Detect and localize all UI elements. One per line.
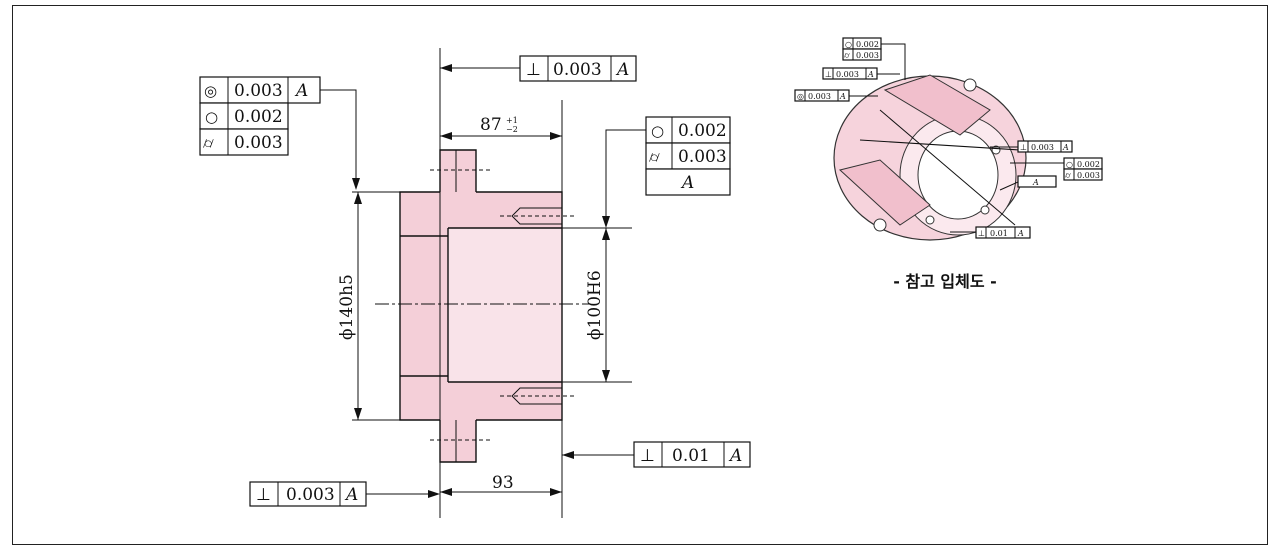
svg-text:0.003: 0.003 <box>836 70 859 79</box>
dimension-87: 87 +1 −2 <box>440 115 562 140</box>
svg-text:⌭: ⌭ <box>844 51 850 60</box>
svg-text:0.002: 0.002 <box>856 40 879 49</box>
svg-text:0.003: 0.003 <box>234 81 283 101</box>
dimension-93: 93 <box>440 473 562 496</box>
fcf-top: ⊥ 0.003 A <box>440 55 637 82</box>
svg-text:⌭: ⌭ <box>649 148 660 166</box>
fcf-right: ○ 0.002 ⌭ 0.003 A <box>602 116 731 228</box>
svg-text:A: A <box>1017 229 1024 238</box>
fcf-bottom-left: ⊥ 0.003 A <box>249 481 440 507</box>
dim-87-lower-tol: −2 <box>506 125 518 134</box>
svg-text:⌭: ⌭ <box>203 134 214 152</box>
dia-100-label: ϕ100H6 <box>585 270 605 340</box>
dim-87-value: 87 <box>480 115 502 135</box>
svg-text:0.003: 0.003 <box>856 51 879 60</box>
svg-text:○: ○ <box>845 40 852 49</box>
svg-text:⊥: ⊥ <box>825 70 832 79</box>
svg-text:0.002: 0.002 <box>1077 160 1100 169</box>
svg-text:○: ○ <box>205 108 218 126</box>
svg-text:◎: ◎ <box>204 82 217 100</box>
reference-caption: - 참고 입체도 - <box>893 272 997 291</box>
reference-3d-view: ○ 0.002 ⌭ 0.003 ⊥ 0.003 A ◎ 0.003 A ⊥ 0.… <box>794 37 1103 241</box>
svg-text:○: ○ <box>651 122 664 140</box>
svg-text:0.003: 0.003 <box>286 485 335 505</box>
svg-text:A: A <box>728 446 742 466</box>
dim-93-value: 93 <box>492 473 514 493</box>
svg-text:⌭: ⌭ <box>1065 171 1071 180</box>
drawing-frame <box>12 5 1268 545</box>
svg-text:⊥: ⊥ <box>640 446 655 466</box>
svg-text:0.003: 0.003 <box>678 147 727 167</box>
svg-text:A: A <box>1032 178 1039 187</box>
svg-text:A: A <box>1062 143 1069 152</box>
svg-text:A: A <box>839 92 846 101</box>
svg-text:○: ○ <box>1066 160 1073 169</box>
svg-text:0.01: 0.01 <box>672 446 710 466</box>
fcf-bottom-right: ⊥ 0.01 A <box>562 441 751 468</box>
svg-text:0.003: 0.003 <box>553 60 602 80</box>
svg-text:A: A <box>867 70 874 79</box>
dia-140-label: ϕ140h5 <box>337 274 357 340</box>
svg-text:0.002: 0.002 <box>234 107 283 127</box>
svg-text:A: A <box>294 81 308 101</box>
svg-text:0.003: 0.003 <box>1031 143 1054 152</box>
svg-text:A: A <box>615 60 629 80</box>
dimension-dia-100: ϕ100H6 <box>585 228 610 382</box>
svg-text:◎: ◎ <box>797 92 804 101</box>
svg-text:⊥: ⊥ <box>978 229 985 238</box>
svg-text:⊥: ⊥ <box>526 60 541 80</box>
dimension-dia-140: ϕ140h5 <box>337 192 362 420</box>
svg-text:0.002: 0.002 <box>678 121 727 141</box>
svg-text:A: A <box>344 485 358 505</box>
fcf-left: ◎ 0.003 A ○ 0.002 ⌭ 0.003 <box>199 76 360 190</box>
flange-section <box>375 149 590 463</box>
svg-text:0.003: 0.003 <box>234 133 283 153</box>
svg-text:⊥: ⊥ <box>1020 143 1027 152</box>
svg-text:0.01: 0.01 <box>990 229 1008 238</box>
svg-text:⊥: ⊥ <box>256 485 271 505</box>
svg-text:0.003: 0.003 <box>808 92 831 101</box>
dim-87-upper-tol: +1 <box>506 116 518 125</box>
svg-text:0.003: 0.003 <box>1077 171 1100 180</box>
svg-text:A: A <box>680 173 694 193</box>
